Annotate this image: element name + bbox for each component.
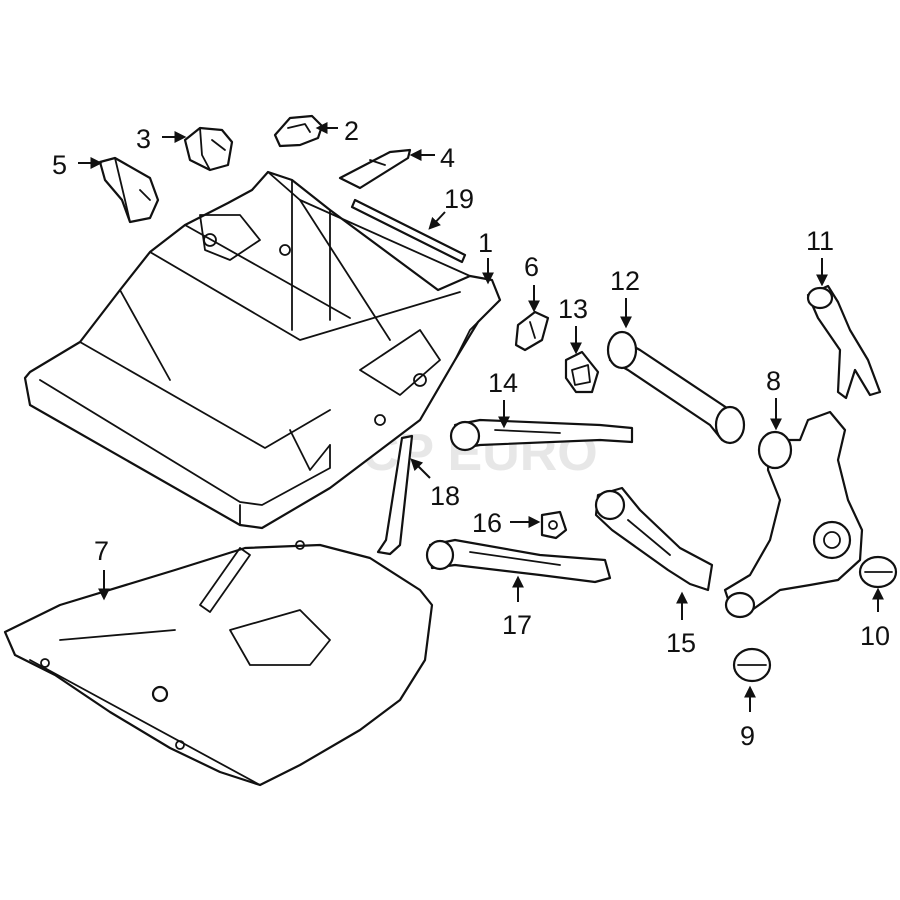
callout-19: 19 bbox=[444, 184, 474, 214]
callout-7: 7 bbox=[94, 536, 109, 566]
part-2-bracket bbox=[273, 114, 324, 148]
callout-6: 6 bbox=[524, 252, 539, 282]
callout-labels: 1 2 3 4 5 6 7 8 9 10 11 12 13 14 15 16 1… bbox=[52, 116, 890, 751]
callout-9: 9 bbox=[740, 721, 755, 751]
part-17-control-arm bbox=[425, 538, 612, 584]
part-11-arm bbox=[806, 284, 882, 400]
part-1-subframe bbox=[23, 170, 502, 530]
callout-16: 16 bbox=[472, 508, 502, 538]
part-7-underbody-panel bbox=[3, 540, 434, 787]
callout-15: 15 bbox=[666, 628, 696, 658]
part-18-strut bbox=[376, 434, 414, 556]
callout-18: 18 bbox=[430, 481, 460, 511]
callout-1: 1 bbox=[478, 228, 493, 258]
part-6-bracket bbox=[514, 310, 550, 352]
leader-19 bbox=[428, 211, 446, 230]
leader-lines bbox=[78, 122, 884, 712]
callout-17: 17 bbox=[502, 610, 532, 640]
part-13-bushing bbox=[564, 350, 600, 394]
leader-18 bbox=[410, 458, 431, 479]
part-8-knuckle bbox=[723, 410, 864, 619]
part-15-control-arm bbox=[594, 486, 714, 592]
part-4-plate bbox=[338, 148, 412, 190]
callout-5: 5 bbox=[52, 150, 67, 180]
callout-13: 13 bbox=[558, 294, 588, 324]
callout-14: 14 bbox=[488, 368, 518, 398]
callout-4: 4 bbox=[440, 143, 455, 173]
callout-12: 12 bbox=[610, 266, 640, 296]
part-9-bushing bbox=[732, 647, 772, 683]
part-16-bushing bbox=[540, 510, 568, 540]
callout-3: 3 bbox=[136, 124, 151, 154]
part-19-strip bbox=[350, 198, 467, 264]
callout-10: 10 bbox=[860, 621, 890, 651]
part-10-bushing bbox=[858, 555, 898, 589]
part-5-bracket bbox=[98, 156, 160, 224]
part-12-control-arm bbox=[606, 330, 746, 445]
callout-11: 11 bbox=[806, 226, 834, 256]
part-3-mount bbox=[183, 126, 234, 172]
callout-8: 8 bbox=[766, 366, 781, 396]
callout-2: 2 bbox=[344, 116, 359, 146]
